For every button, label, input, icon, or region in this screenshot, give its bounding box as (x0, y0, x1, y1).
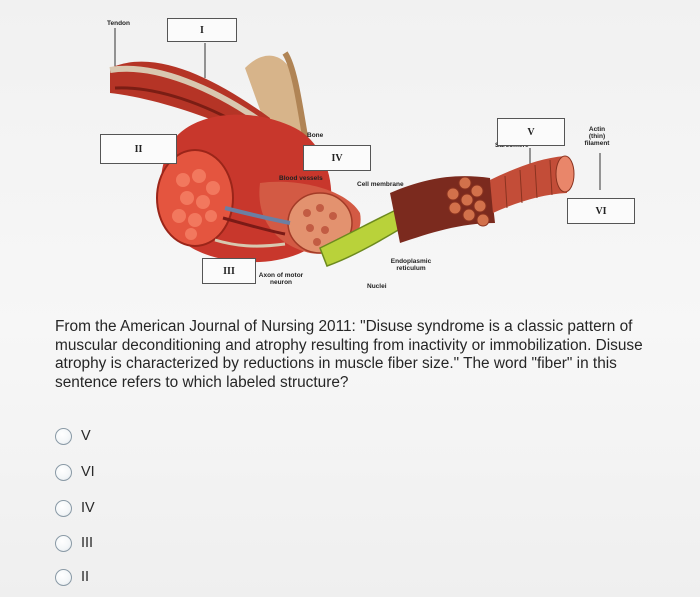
annotation-actin: Actin (thin) filament (584, 126, 610, 147)
annotation-nuclei: Nuclei (367, 283, 387, 290)
muscle-anatomy-figure: Tendon Bone Blood vessels Cell membrane … (95, 8, 635, 298)
option-label-iii: III (81, 535, 94, 551)
option-label-ii: II (81, 569, 90, 585)
label-box-v: V (497, 118, 565, 146)
radio-button-ii[interactable] (55, 568, 72, 586)
option-label-vi: VI (81, 464, 95, 480)
muscle-illustration (109, 28, 601, 267)
annotation-bone: Bone (307, 132, 324, 139)
label-box-i: I (167, 18, 237, 42)
option-label-v: V (81, 428, 91, 444)
annotation-endoplasmic: Endoplasmic reticulum (390, 258, 432, 272)
label-box-ii: II (100, 134, 177, 164)
radio-button-v[interactable] (55, 427, 72, 445)
option-iv[interactable]: IV (55, 497, 95, 519)
question-text: From the American Journal of Nursing 201… (55, 318, 643, 391)
option-label-iv: IV (81, 500, 95, 516)
label-box-iii: III (202, 258, 256, 284)
radio-button-iv[interactable] (55, 499, 72, 517)
label-box-vi: VI (567, 198, 635, 224)
annotation-axon: Axon of motor neuron (258, 272, 304, 286)
radio-button-vi[interactable] (55, 463, 72, 481)
label-box-iv: IV (303, 145, 371, 171)
option-iii[interactable]: III (55, 532, 93, 554)
radio-button-iii[interactable] (55, 534, 72, 552)
option-vi[interactable]: VI (55, 461, 95, 483)
option-v[interactable]: V (55, 425, 91, 447)
annotation-blood-vessels: Blood vessels (279, 175, 323, 182)
annotation-tendon: Tendon (107, 20, 130, 27)
annotation-cell-membrane: Cell membrane (357, 181, 404, 188)
option-ii[interactable]: II (55, 566, 89, 588)
